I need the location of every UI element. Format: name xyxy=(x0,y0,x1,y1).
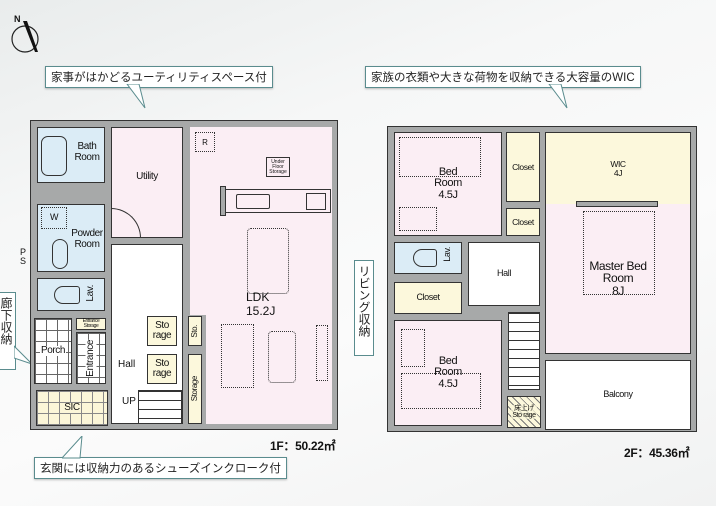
room-porch: Porch xyxy=(34,318,72,384)
room-entrance: Entrance xyxy=(76,332,106,384)
bed-2-icon xyxy=(401,373,481,409)
callout-shoes: 玄関には収納力のあるシューズインクローク付 xyxy=(34,457,287,479)
room-closet-1: Closet xyxy=(506,132,540,202)
room-bath: Bath Room xyxy=(37,127,105,183)
callout-wic-pointer-icon xyxy=(548,84,568,109)
stairs-2f xyxy=(508,312,540,390)
callout-hall-storage: 廊下収納 xyxy=(0,292,16,370)
room-bath-label: Bath Room xyxy=(74,141,100,163)
room-ldk xyxy=(190,127,332,315)
room-master-bed: Master Bed Room 8J xyxy=(545,204,691,354)
wic-partition xyxy=(576,201,658,207)
ps-label: P S xyxy=(20,247,27,266)
callout-utility: 家事がはかどるユーティリティスペース付 xyxy=(45,66,273,88)
desk-icon xyxy=(399,207,437,231)
room-porch-label: Porch xyxy=(39,344,67,357)
callout-shoes-pointer-icon xyxy=(62,436,83,459)
room-wic: WIC 4J xyxy=(545,132,691,204)
compass-north-label: N xyxy=(14,14,21,24)
room-bed-1-label: Bed Room 4.5J xyxy=(434,165,462,201)
callout-hall-storage-text: 廊下収納 xyxy=(0,297,13,345)
room-storage-2: Sto rage xyxy=(147,354,177,384)
room-bed-2: Bed Room 4.5J xyxy=(394,320,502,426)
bed-icon xyxy=(399,137,481,177)
room-powder-label: Powder Room xyxy=(71,228,103,250)
room-raised-storage: 床上げ Sto rage xyxy=(507,396,541,428)
room-sic: SIC xyxy=(36,390,108,426)
room-entrance-storage: Entrance Storage xyxy=(76,318,106,330)
coffee-table-icon xyxy=(268,331,296,383)
callout-wic: 家族の衣類や大きな荷物を収納できる大容量のWIC xyxy=(365,66,641,88)
floor2-area-label: 2F：45.36㎡ xyxy=(624,446,690,460)
kitchen-wall xyxy=(220,186,226,216)
refrigerator-icon: R xyxy=(195,132,215,152)
stairs-1f xyxy=(138,390,182,424)
master-bed-icon xyxy=(583,211,655,295)
sofa-icon xyxy=(221,324,254,388)
ldk-size: 15.2J xyxy=(246,304,276,318)
room-storage-1: Sto rage xyxy=(147,316,177,346)
compass-north-icon xyxy=(11,21,39,53)
room-utility-label: Utility xyxy=(136,171,158,182)
stove-icon xyxy=(306,193,326,210)
room-bed-1: Bed Room 4.5J xyxy=(394,132,502,236)
room-entrance-label: Entrance xyxy=(84,339,97,377)
bathtub-icon xyxy=(41,136,67,176)
room-balcony: Balcony xyxy=(545,360,691,430)
under-floor-storage-icon: Under Floor Storage xyxy=(266,157,290,177)
toilet-2f-icon xyxy=(413,249,437,267)
toilet-icon xyxy=(54,286,80,304)
desk-2-icon xyxy=(401,329,425,367)
callout-wic-text: 家族の衣類や大きな荷物を収納できる大容量のWIC xyxy=(371,72,635,84)
room-closet-2: Closet xyxy=(506,208,540,236)
callout-living-storage-text: リビング収納 xyxy=(357,265,371,337)
hall-1f-label: Hall xyxy=(118,359,136,370)
washer-icon: W xyxy=(41,207,67,229)
sink-icon xyxy=(52,239,68,269)
kitchen-counter xyxy=(225,189,331,213)
callout-living-storage: リビング収納 xyxy=(354,260,374,356)
room-ldk-lower xyxy=(206,310,332,424)
room-sic-label: SIC xyxy=(64,401,80,414)
room-sto: Sto. xyxy=(188,316,202,346)
callout-utility-text: 家事がはかどるユーティリティスペース付 xyxy=(51,72,267,84)
room-hall-2f: Hall xyxy=(468,242,540,306)
ldk-label: LDK xyxy=(246,290,270,304)
callout-utility-pointer-icon xyxy=(126,84,146,109)
floor1-area-label: 1F：50.22㎡ xyxy=(270,439,336,453)
room-lav-1f-label: Lav. xyxy=(85,285,96,302)
compass: N xyxy=(8,14,44,54)
dining-table-icon xyxy=(247,228,289,294)
callout-shoes-text: 玄関には収納力のあるシューズインクローク付 xyxy=(40,463,281,475)
room-powder: W Powder Room xyxy=(37,204,105,272)
callout-hall-storage-pointer-icon xyxy=(14,345,33,365)
sink-kitchen-icon xyxy=(236,194,270,209)
room-storage-long: Storage xyxy=(188,354,202,424)
up-label: UP xyxy=(122,396,136,407)
tv-stand-icon xyxy=(316,325,328,381)
room-closet-3: Closet xyxy=(394,282,462,314)
room-lav-1f: Lav. xyxy=(37,278,105,311)
room-lav-2f: Lav. xyxy=(394,242,462,274)
